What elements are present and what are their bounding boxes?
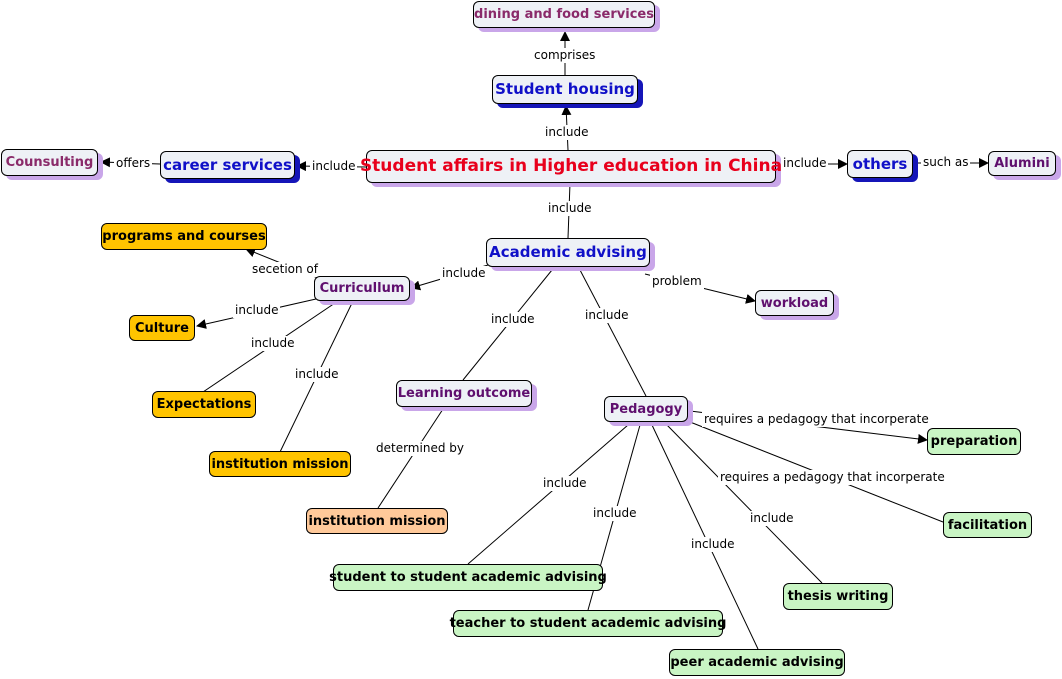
node-curricullum[interactable]: Curricullum xyxy=(314,276,410,301)
label-req2: requires a pedagogy that incorperate xyxy=(718,470,947,485)
node-counsulting[interactable]: Counsulting xyxy=(1,149,98,176)
label-main-career: include xyxy=(310,159,358,174)
node-student-housing[interactable]: Student housing xyxy=(492,75,638,104)
label-determined-by: determined by xyxy=(374,441,466,456)
node-workload[interactable]: workload xyxy=(755,290,834,316)
label-ped-s2s: include xyxy=(541,476,589,491)
node-others[interactable]: others xyxy=(847,150,913,178)
label-req1: requires a pedagogy that incorperate xyxy=(702,412,931,427)
node-pedagogy[interactable]: Pedagogy xyxy=(604,396,688,422)
label-curr-mission: include xyxy=(293,367,341,382)
node-student-to-student[interactable]: student to student academic advising xyxy=(329,564,607,591)
node-facilitation[interactable]: facilitation xyxy=(943,512,1032,538)
node-dining[interactable]: dining and food services xyxy=(473,1,655,28)
node-institution-mission-2[interactable]: institution mission xyxy=(306,508,448,534)
label-such-as: such as xyxy=(921,155,971,170)
node-teacher-to-student[interactable]: teacher to student academic advising xyxy=(450,610,726,637)
label-adv-pedagogy: include xyxy=(583,308,631,323)
node-thesis-writing[interactable]: thesis writing xyxy=(783,583,893,610)
label-curr-expect: include xyxy=(249,336,297,351)
node-culture[interactable]: Culture xyxy=(129,315,195,341)
node-career-services[interactable]: career services xyxy=(160,151,295,179)
label-main-housing: include xyxy=(543,125,591,140)
label-ped-thesis: include xyxy=(748,511,796,526)
node-alumini[interactable]: Alumini xyxy=(988,151,1056,176)
label-comprises: comprises xyxy=(532,48,598,63)
label-ped-t2s: include xyxy=(591,506,639,521)
label-adv-learning: include xyxy=(489,312,537,327)
line-adv-pedagogy xyxy=(579,269,647,397)
label-main-others: include xyxy=(781,156,829,171)
label-ped-peer: include xyxy=(689,537,737,552)
node-main-topic[interactable]: Student affairs in Higher education in C… xyxy=(360,150,782,183)
label-secetion: secetion of xyxy=(250,262,320,277)
label-main-advising: include xyxy=(546,201,594,216)
line-ped-s2s xyxy=(467,424,629,565)
node-institution-mission-1[interactable]: institution mission xyxy=(209,451,351,477)
node-programs-courses[interactable]: programs and courses xyxy=(101,223,267,250)
line-ped-thesis xyxy=(665,423,823,584)
label-offers: offers xyxy=(114,156,153,171)
node-expectations[interactable]: Expectations xyxy=(152,391,256,418)
label-adv-curr: include xyxy=(440,266,488,281)
node-preparation[interactable]: preparation xyxy=(927,428,1021,455)
label-curr-culture: include xyxy=(233,303,281,318)
node-peer-advising[interactable]: peer academic advising xyxy=(669,649,845,676)
line-determined xyxy=(377,405,446,509)
node-academic-advising[interactable]: Academic advising xyxy=(486,238,650,267)
label-problem: problem xyxy=(650,274,704,289)
node-learning-outcome[interactable]: Learning outcome xyxy=(396,380,532,407)
